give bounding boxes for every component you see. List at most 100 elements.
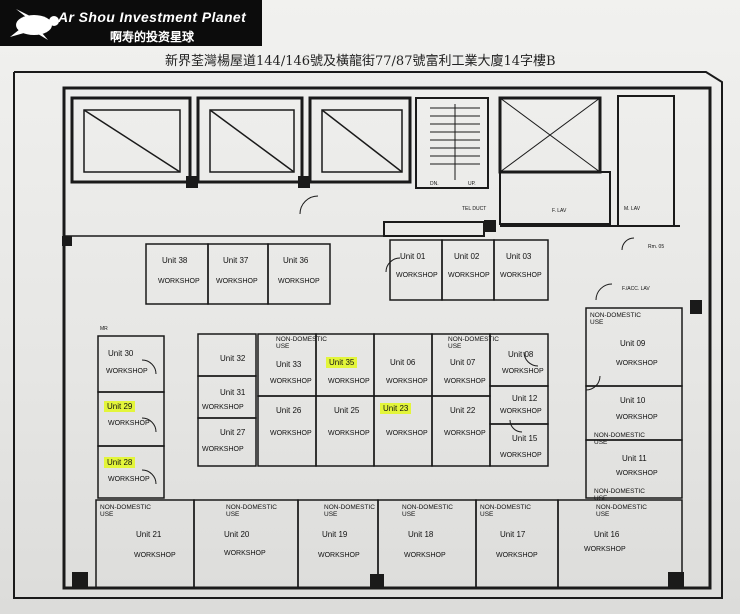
unit-01-label: Unit 01 bbox=[400, 252, 426, 261]
workshop-label: WORKSHOP bbox=[616, 470, 658, 477]
female-lav-label: F. LAV bbox=[552, 208, 567, 214]
stair-down-label: DN. bbox=[430, 181, 439, 187]
accessible-lav-label: F./ACC. LAV bbox=[622, 286, 650, 292]
unit-09-label: Unit 09 bbox=[620, 339, 646, 348]
use-text: USE bbox=[226, 511, 240, 518]
unit-02-label: Unit 02 bbox=[454, 252, 480, 261]
banner-title: Ar Shou Investment Planet bbox=[58, 9, 247, 25]
unit-23-label: Unit 23 bbox=[380, 403, 412, 414]
unit-37-label: Unit 37 bbox=[223, 256, 249, 265]
tel-duct-label: TEL DUCT bbox=[462, 206, 487, 212]
workshop-label: WORKSHOP bbox=[404, 552, 446, 559]
workshop-label: WORKSHOP bbox=[108, 476, 150, 483]
unit-28-label: Unit 28 bbox=[104, 457, 136, 468]
unit-32-label: Unit 32 bbox=[220, 354, 246, 363]
use-text: USE bbox=[276, 343, 290, 350]
non-domestic-text: NON-DOMESTIC bbox=[100, 504, 151, 511]
workshop-label: WORKSHOP bbox=[278, 278, 320, 285]
workshop-label: WORKSHOP bbox=[202, 404, 244, 411]
non-domestic-text: NON-DOMESTIC bbox=[480, 504, 531, 511]
use-text: USE bbox=[480, 511, 494, 518]
use-text: USE bbox=[448, 343, 462, 350]
unit-03-label: Unit 03 bbox=[506, 252, 532, 261]
use-text: USE bbox=[324, 511, 338, 518]
non-domestic-text: NON-DOMESTIC bbox=[590, 312, 641, 319]
unit-38-label: Unit 38 bbox=[162, 256, 188, 265]
workshop-label: WORKSHOP bbox=[500, 408, 542, 415]
workshop-label: WORKSHOP bbox=[444, 430, 486, 437]
use-text: USE bbox=[590, 319, 604, 326]
turtle-logo-icon bbox=[10, 9, 59, 40]
workshop-label: WORKSHOP bbox=[616, 414, 658, 421]
workshop-label: WORKSHOP bbox=[270, 378, 312, 385]
unit-33-label: Unit 33 bbox=[276, 360, 302, 369]
unit-29-label: Unit 29 bbox=[104, 401, 136, 412]
unit-25-label: Unit 25 bbox=[334, 406, 360, 415]
unit-35-label: Unit 35 bbox=[326, 357, 358, 368]
workshop-label: WORKSHOP bbox=[500, 272, 542, 279]
use-text: USE bbox=[594, 495, 608, 502]
workshop-label: WORKSHOP bbox=[158, 278, 200, 285]
workshop-label: WORKSHOP bbox=[270, 430, 312, 437]
unit-12-label: Unit 12 bbox=[512, 394, 538, 403]
unit-08-label: Unit 08 bbox=[508, 350, 534, 359]
unit-21-label: Unit 21 bbox=[136, 530, 162, 539]
unit-15-label: Unit 15 bbox=[512, 434, 538, 443]
use-text: USE bbox=[596, 511, 610, 518]
workshop-label: WORKSHOP bbox=[386, 430, 428, 437]
non-domestic-text: NON-DOMESTIC bbox=[594, 488, 645, 495]
brand-banner: Ar Shou Investment Planet 啊寿的投资星球 bbox=[0, 0, 262, 46]
stair-up-label: UP. bbox=[468, 181, 476, 187]
workshop-label: WORKSHOP bbox=[500, 452, 542, 459]
non-domestic-text: NON-DOMESTIC bbox=[324, 504, 375, 511]
unit-19-label: Unit 19 bbox=[322, 530, 348, 539]
banner-subtitle: 啊寿的投资星球 bbox=[110, 30, 195, 44]
male-lav-label: M. LAV bbox=[624, 206, 641, 212]
non-domestic-text: NON-DOMESTIC bbox=[448, 336, 499, 343]
unit-06-label: Unit 06 bbox=[390, 358, 416, 367]
unit-16-label: Unit 16 bbox=[594, 530, 620, 539]
unit-22-label: Unit 22 bbox=[450, 406, 476, 415]
workshop-label: WORKSHOP bbox=[216, 278, 258, 285]
unit-10-label: Unit 10 bbox=[620, 396, 646, 405]
unit-18-label: Unit 18 bbox=[408, 530, 434, 539]
workshop-label: WORKSHOP bbox=[396, 272, 438, 279]
workshop-label: WORKSHOP bbox=[496, 552, 538, 559]
plan-heading: 新界荃灣楊屋道144/146號及橫龍街77/87號富利工業大廈14字樓B bbox=[165, 54, 556, 69]
unit-27-label: Unit 27 bbox=[220, 428, 246, 437]
unit-30-label: Unit 30 bbox=[108, 349, 134, 358]
workshop-label: WORKSHOP bbox=[328, 378, 370, 385]
workshop-label: WORKSHOP bbox=[202, 446, 244, 453]
unit-31-label: Unit 31 bbox=[220, 388, 246, 397]
unit-11-label: Unit 11 bbox=[622, 454, 647, 463]
room-05-label: Rm. 05 bbox=[648, 244, 665, 250]
use-text: USE bbox=[402, 511, 416, 518]
unit-07-label: Unit 07 bbox=[450, 358, 476, 367]
mr-label: MR bbox=[100, 326, 108, 332]
use-text: USE bbox=[594, 439, 608, 446]
non-domestic-text: NON-DOMESTIC bbox=[596, 504, 647, 511]
use-text: USE bbox=[100, 511, 114, 518]
workshop-label: WORKSHOP bbox=[318, 552, 360, 559]
non-domestic-text: NON-DOMESTIC bbox=[402, 504, 453, 511]
non-domestic-text: NON-DOMESTIC bbox=[226, 504, 277, 511]
workshop-label: WORKSHOP bbox=[106, 368, 148, 375]
unit-36-label: Unit 36 bbox=[283, 256, 309, 265]
workshop-label: WORKSHOP bbox=[328, 430, 370, 437]
workshop-label: WORKSHOP bbox=[386, 378, 428, 385]
unit-26-label: Unit 26 bbox=[276, 406, 302, 415]
workshop-label: WORKSHOP bbox=[584, 546, 626, 553]
unit-20-label: Unit 20 bbox=[224, 530, 250, 539]
workshop-label: WORKSHOP bbox=[616, 360, 658, 367]
